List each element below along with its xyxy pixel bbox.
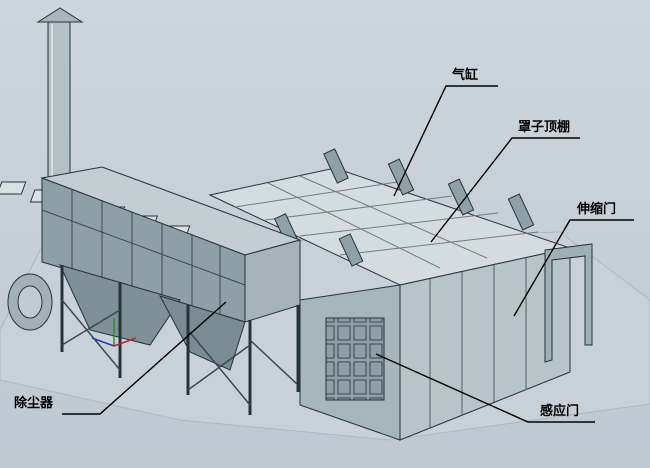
xyz-axis-triad-icon	[91, 318, 137, 347]
leader-sensor-door	[375, 353, 595, 423]
leader-cylinder	[393, 85, 498, 197]
label-telescopic-door: 伸缩门	[577, 202, 617, 217]
leader-lines	[62, 85, 634, 423]
chimney	[36, 7, 84, 183]
label-dust-collector: 除尘器	[14, 396, 54, 411]
cylinder-group	[273, 148, 535, 267]
sensor-door-panel	[325, 317, 385, 401]
leader-canopy	[430, 137, 580, 243]
leader-telescopic-door	[513, 219, 634, 317]
label-sensor-door: 感应门	[540, 404, 580, 419]
leader-dust-collector	[62, 301, 227, 415]
label-cylinder: 气缸	[452, 68, 479, 83]
booth	[208, 148, 593, 441]
label-canopy: 罩子顶棚	[518, 120, 571, 135]
blower-fan	[7, 273, 53, 331]
dust-collector	[0, 166, 302, 415]
booth-side-wall	[399, 247, 571, 441]
